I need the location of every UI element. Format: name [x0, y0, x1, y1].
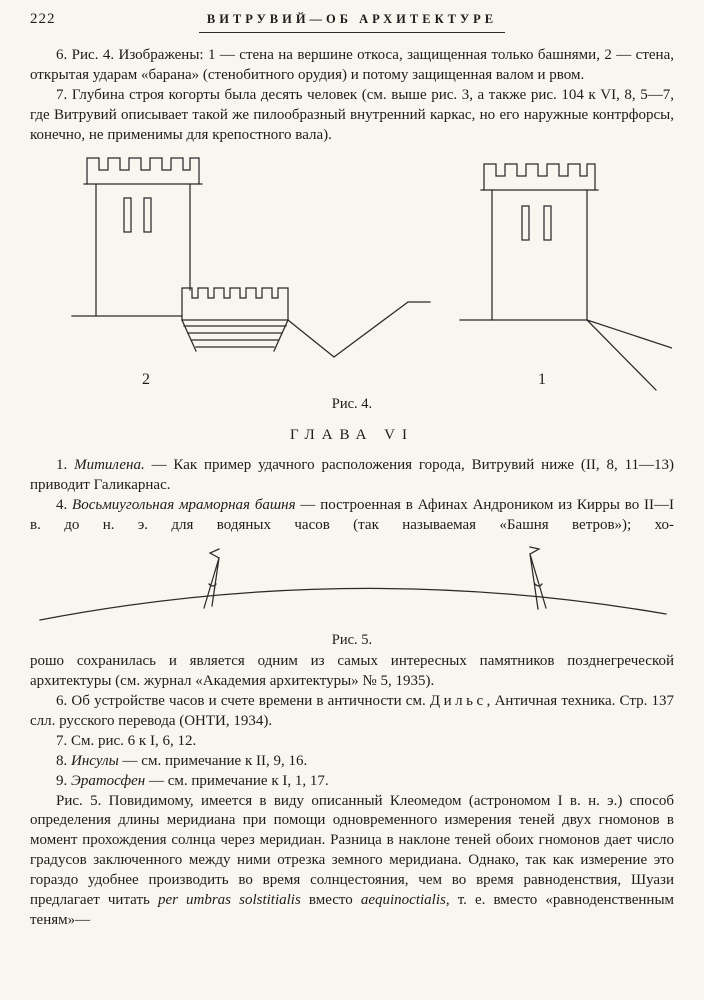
note-text: — построенная в Афинах Андроником из Кир… — [30, 496, 675, 533]
note-text: — Как пример удачного расположения город… — [30, 456, 675, 493]
note-text: 6. Об устройстве часов и счете времени в… — [56, 692, 426, 709]
note-fig5-kleomedes: Рис. 5. Повидимому, имеется в виду описа… — [30, 792, 674, 932]
note-4-tower-of-winds: 4. Восьмиугольная мраморная башня — пост… — [30, 496, 674, 536]
gnomon-right-lines — [529, 552, 547, 610]
slope-lines — [586, 318, 672, 391]
tower-crenellation-left — [86, 157, 200, 185]
arrow-slit — [123, 197, 132, 233]
note-1-mytilene: 1. Митилена. — Как пример удачного распо… — [30, 456, 674, 496]
note-number: 4. — [56, 496, 68, 513]
figure-5-caption: Рис. 5. — [331, 631, 373, 648]
note-number: 1. — [56, 456, 68, 473]
note-6-diels: 6. Об устройстве часов и счете времени в… — [30, 692, 674, 732]
note-text: , т. е. вместо «равноденственным теням»— — [30, 892, 675, 929]
tower-body-right — [491, 189, 588, 321]
figure-4-drawing: 2 1 — [71, 157, 672, 391]
note-text: Рис. 5. Повидимому, имеется в виду описа… — [30, 792, 674, 909]
note-number: 8. — [56, 752, 68, 769]
figure-5-drawing — [39, 545, 667, 621]
note-text: вместо — [308, 892, 353, 909]
figure-4: 2 1 Рис. 4. — [30, 150, 674, 414]
note-paragraph-6: 6. Рис. 4. Изображены: 1 — стена на верш… — [30, 47, 674, 83]
wall-section-2-drawing — [71, 157, 431, 358]
moat-scarp-sides — [181, 318, 289, 352]
lower-wall-crenellation — [181, 287, 289, 321]
arrow-slit — [543, 205, 552, 241]
page-header: 222 ВИТРУВИЙ—ОБ АРХИТЕКТУРЕ — [30, 8, 674, 34]
note-text: — см. примечание к I, 1, 17. — [148, 772, 329, 789]
gnomon-left-lines — [203, 556, 220, 609]
tower-body-left — [95, 183, 191, 317]
note-term: Митилена. — [74, 456, 145, 473]
gnomon-left-angle-arc — [208, 582, 217, 587]
note-9-eratosthenes: 9. Эратосфен — см. примечание к I, 1, 17… — [30, 772, 674, 792]
latin-phrase: per umbras solstitialis — [157, 892, 301, 909]
note-number: 9. — [56, 772, 68, 789]
gnomon-right — [529, 545, 547, 610]
spaced-author-name: Дильс — [429, 692, 487, 709]
latin-phrase: aequinoctialis — [360, 892, 446, 909]
meridian-arc — [39, 587, 667, 621]
note-text: , Античная техника. Стр. 137 слл. русско… — [30, 692, 675, 729]
gnomon-right-angle-arc — [534, 582, 543, 587]
note-term: Восьмиугольная мраморная башня — [72, 496, 296, 513]
ditch-profile — [287, 300, 431, 358]
arrow-slit — [143, 197, 152, 233]
moat-water-lines — [183, 325, 287, 348]
gnomon-right-flag — [529, 545, 541, 555]
figure-4-label-1: 1 — [538, 371, 546, 388]
chapter-heading: ГЛАВА VI — [289, 426, 415, 443]
arrow-slit — [521, 205, 530, 241]
figure-4-caption: Рис. 4. — [331, 395, 373, 412]
note-4-continuation: рошо сохранилась и является одним из сам… — [30, 652, 674, 689]
wall-section-1-drawing — [459, 163, 672, 391]
note-text: — см. примечание к II, 9, 16. — [122, 752, 308, 769]
note-7-reference: 7. См. рис. 6 к I, 6, 12. — [56, 732, 197, 749]
gnomon-left — [203, 547, 220, 609]
figure-5: Рис. 5. — [30, 545, 674, 650]
note-paragraph-7: 7. Глубина строя когорты была десять чел… — [30, 86, 674, 143]
running-title: ВИТРУВИЙ—ОБ АРХИТЕКТУРЕ — [198, 8, 506, 33]
figure-4-label-2: 2 — [142, 371, 150, 388]
page-number: 222 — [30, 11, 56, 27]
gnomon-left-flag — [208, 547, 220, 559]
tower-crenellation-right — [483, 163, 596, 191]
note-8-insulae: 8. Инсулы — см. примечание к II, 9, 16. — [30, 752, 674, 772]
note-term: Эратосфен — [71, 772, 146, 789]
note-term: Инсулы — [71, 752, 119, 769]
